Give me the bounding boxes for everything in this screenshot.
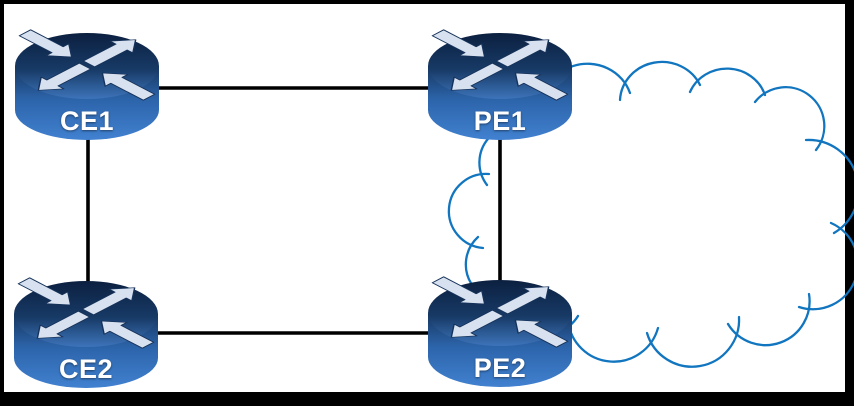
pe1-router-icon <box>427 27 574 140</box>
ce2-router-icon <box>13 275 160 388</box>
pe2-router-icon <box>427 274 574 387</box>
ce1-router-icon <box>14 27 161 140</box>
